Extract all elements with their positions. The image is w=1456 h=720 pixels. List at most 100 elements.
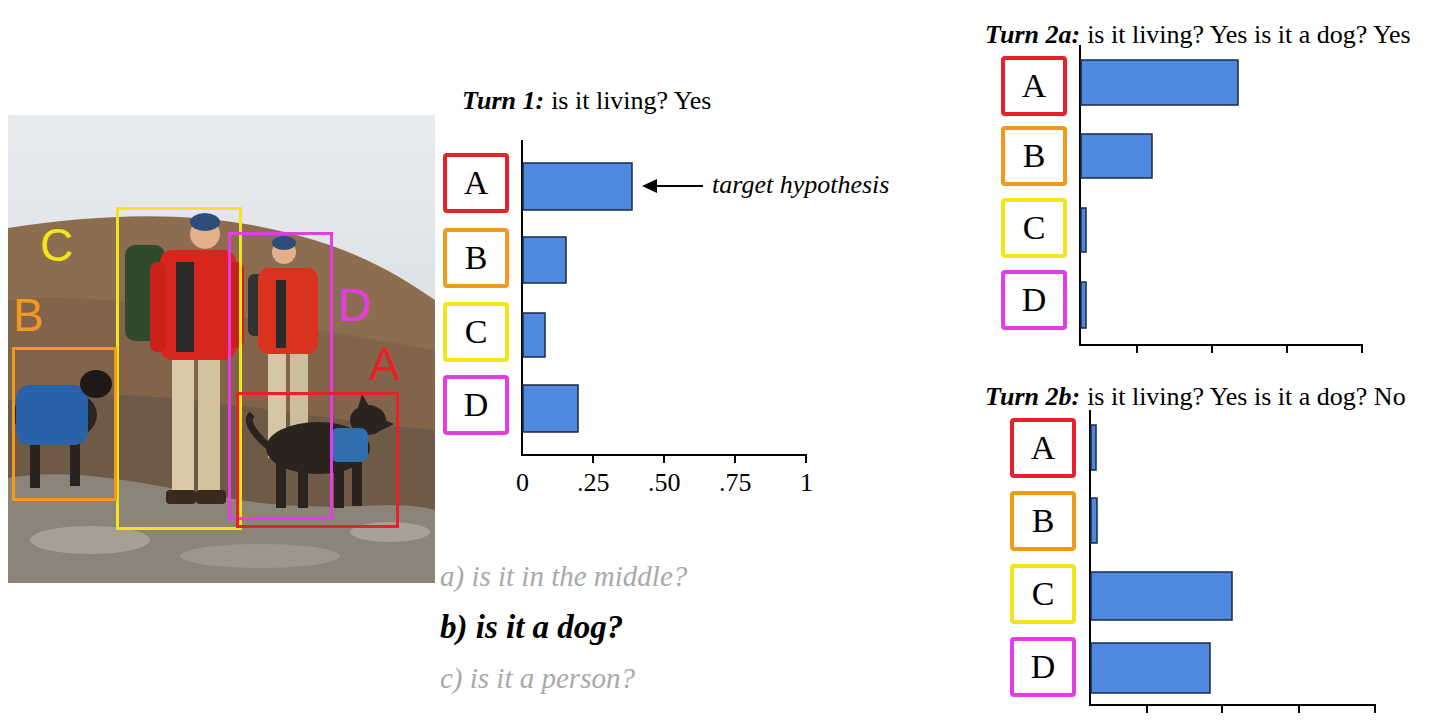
hypothesis-box: B [1010, 491, 1076, 551]
hypothesis-letter: B [465, 241, 488, 275]
hypothesis-letter: B [1032, 504, 1055, 538]
bar-chart-axes [734, 455, 736, 463]
turn-title: Turn 1:is it living? Yes [462, 86, 712, 116]
bounding-box: C [116, 207, 242, 530]
axis-tick-label-holder: .25 [577, 468, 610, 498]
bar-chart-axes [592, 455, 594, 463]
person-left [176, 262, 194, 352]
pointer-arrow [654, 185, 703, 187]
photo [30, 526, 150, 554]
dog-left [80, 370, 112, 398]
candidate-question-holder: a) is it in the middle? [440, 560, 687, 593]
axis-tick-label: .75 [719, 468, 752, 498]
bar-chart-axes [521, 45, 1376, 713]
bar-chart-axes [1361, 345, 1363, 353]
hypothesis-box: B [443, 228, 509, 288]
axis-tick-label: .50 [648, 468, 681, 498]
bar-chart-axes [1286, 345, 1288, 353]
bars [1091, 572, 1232, 620]
bar-chart-axes [805, 455, 807, 463]
photo [350, 522, 430, 542]
bounding-box: B [12, 347, 117, 501]
turn-title: Turn 2a:is it living? Yes is it a dog? Y… [985, 20, 1411, 50]
bar-chart-axes [1298, 705, 1300, 713]
annotation: target hypothesis [712, 170, 889, 200]
dog-right [249, 414, 268, 446]
bar-chart-axes [1211, 345, 1213, 353]
hypothesis-letter: C [1023, 211, 1046, 245]
hypothesis-box: B [1001, 126, 1067, 186]
candidate-question-holder: c) is it a person? [440, 662, 635, 695]
box-letter-holder: A [369, 341, 400, 387]
dog-right [330, 428, 368, 462]
person-left [160, 250, 236, 360]
candidate-question: c) is it a person? [440, 662, 635, 695]
hypothesis-box: A [1010, 418, 1076, 478]
hypothesis-letter: D [1022, 283, 1047, 317]
photo [180, 544, 340, 568]
turn-dialogue: is it living? Yes [551, 86, 711, 116]
bars [1081, 60, 1238, 105]
axis-tick-label: .25 [577, 468, 610, 498]
axis-tick-label-holder: .50 [648, 468, 681, 498]
bars [523, 237, 566, 283]
hypothesis-box: A [1001, 56, 1067, 116]
bounding-box: D [228, 232, 333, 520]
person-right [276, 280, 286, 348]
hypothesis-box: C [443, 302, 509, 362]
axis-tick-label-holder: 1 [800, 468, 813, 498]
person-left [125, 213, 244, 504]
dog-left [13, 370, 112, 488]
turn-number: Turn 2a: [985, 20, 1080, 50]
photo [8, 115, 435, 583]
turn-number: Turn 2b: [985, 382, 1080, 412]
hypothesis-letter: D [464, 388, 489, 422]
bar-chart-axes [1374, 705, 1376, 713]
hypothesis-letter: A [464, 166, 489, 200]
person-left [172, 352, 194, 494]
hypothesis-letter: D [1031, 650, 1056, 684]
box-letter: B [13, 292, 44, 338]
dog-right [358, 394, 370, 408]
box-letter: A [369, 341, 400, 387]
bars [1091, 498, 1097, 543]
dog-left [16, 385, 88, 445]
person-left [166, 490, 196, 504]
axis-tick-label-holder: .75 [719, 468, 752, 498]
person-left [196, 490, 226, 504]
bounding-box: A [236, 392, 399, 528]
bars [1091, 425, 1096, 470]
bars [523, 385, 578, 432]
bars [523, 60, 1238, 693]
axis-tick-label: 1 [800, 468, 813, 498]
hypothesis-box: D [1001, 270, 1067, 330]
bars [1091, 643, 1210, 693]
candidate-question: a) is it in the middle? [440, 560, 687, 593]
hypothesis-letter: A [1031, 431, 1056, 465]
bars [1081, 208, 1086, 252]
box-letter: C [40, 222, 73, 268]
chosen-question: b) is it a dog? [440, 609, 623, 647]
bars [1081, 134, 1152, 178]
hypothesis-box: D [1010, 637, 1076, 697]
bar-chart-axes [1146, 705, 1148, 713]
pointer-arrow [642, 179, 657, 193]
bars [1081, 282, 1086, 328]
hypothesis-box: D [443, 375, 509, 435]
box-letter-holder: C [40, 222, 73, 268]
hypothesis-letter: C [1032, 577, 1055, 611]
axis-tick-label-holder: 0 [516, 468, 529, 498]
hypothesis-box: C [1010, 564, 1076, 624]
hypothesis-box: A [443, 153, 509, 213]
person-left [198, 352, 220, 494]
bar-chart-axes [1221, 705, 1223, 713]
chosen-question-holder: b) is it a dog? [440, 609, 623, 647]
turn-title: Turn 2b:is it living? Yes is it a dog? N… [985, 382, 1406, 412]
person-right [258, 268, 318, 354]
bars [523, 313, 545, 357]
pointer-arrow [642, 179, 703, 193]
dog-right [380, 418, 394, 430]
box-letter-holder: B [13, 292, 44, 338]
